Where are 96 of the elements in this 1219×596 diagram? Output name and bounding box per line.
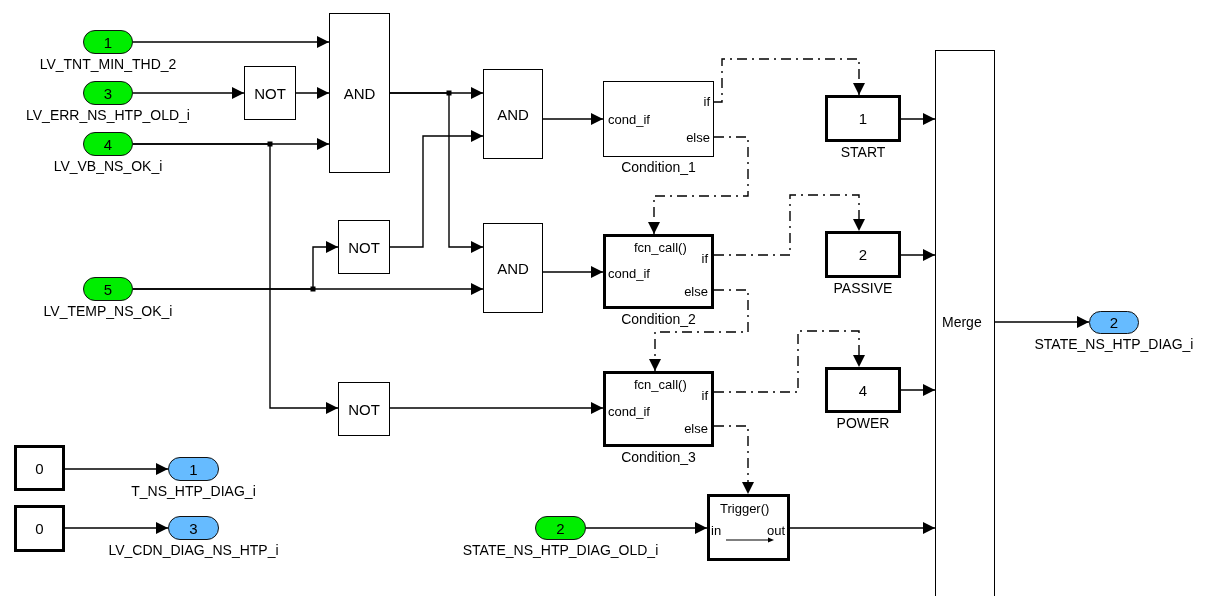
function-call-arrow: [713, 194, 865, 256]
function-call-arrow: [713, 425, 754, 495]
port-label: cond_if: [608, 267, 650, 280]
block-label: NOT: [348, 239, 380, 255]
block: [825, 95, 901, 142]
signal-arrow: [585, 522, 708, 534]
block-label: 0: [35, 521, 44, 536]
port-label: else: [684, 422, 708, 435]
subsystem-block: [603, 371, 714, 447]
block-caption: LV_CDN_DIAG_NS_HTP_i: [108, 543, 279, 557]
signal-arrow: [389, 92, 484, 253]
function-call-arrow: [648, 136, 749, 235]
outport-pill: [1089, 311, 1139, 334]
port-label: if: [701, 252, 708, 265]
outport-pill: [168, 457, 219, 481]
block-caption: Condition_1: [621, 160, 696, 174]
inport-pill: [535, 516, 586, 540]
signal-arrow: [389, 130, 484, 248]
port-label: cond_if: [608, 113, 650, 126]
if-block: [603, 81, 714, 157]
block-label: NOT: [254, 85, 286, 101]
block-name: Merge: [942, 315, 982, 329]
port-label: out: [766, 524, 785, 537]
block-label: 2: [556, 520, 565, 536]
function-call-arrow: [649, 289, 749, 372]
inport-pill: [83, 277, 133, 301]
block-label: 2: [858, 247, 868, 262]
block-caption: LV_TEMP_NS_OK_i: [43, 304, 173, 318]
signal-arrow: [132, 283, 484, 295]
signal-arrow: [295, 87, 330, 99]
block: [14, 505, 65, 552]
port-label: if: [703, 95, 710, 108]
logic-block: [244, 66, 296, 120]
inport-pill: [83, 81, 133, 105]
logic-block: [338, 382, 390, 436]
block-label: NOT: [348, 401, 380, 417]
signal-arrow: [64, 463, 169, 475]
block-label: 1: [858, 111, 868, 126]
port-label: else: [684, 285, 708, 298]
merge-block: [935, 50, 995, 596]
port-label: cond_if: [608, 405, 650, 418]
signal-arrow: [789, 522, 936, 534]
block-label: AND: [497, 260, 529, 276]
block-caption: Condition_2: [621, 312, 696, 326]
block-label: AND: [343, 85, 376, 101]
block-label: 4: [858, 382, 868, 398]
logic-block: [483, 69, 543, 159]
block-caption: POWER: [836, 416, 890, 430]
block-caption: LV_TNT_MIN_THD_2: [39, 57, 177, 71]
block-label: AND: [497, 106, 529, 122]
port-label: fcn_call(): [634, 378, 687, 391]
block-label: 5: [103, 281, 113, 297]
port-label: in: [711, 524, 722, 537]
logic-block: [483, 223, 543, 313]
inport-pill: [83, 132, 133, 156]
inport-pill: [83, 30, 133, 54]
logic-block: [338, 220, 390, 274]
block-caption: LV_ERR_NS_HTP_OLD_i: [26, 108, 190, 122]
block-caption: LV_VB_NS_OK_i: [53, 159, 163, 173]
port-label: Trigger(): [720, 502, 770, 515]
signal-arrow: [132, 36, 330, 48]
block: [825, 367, 901, 413]
signal-arrow: [542, 266, 604, 278]
subsystem-block: [603, 234, 714, 309]
subsystem-block: [707, 494, 790, 561]
block-label: 4: [103, 136, 113, 152]
function-call-arrow: [713, 58, 865, 103]
block-label: 2: [1109, 315, 1119, 330]
block-label: 1: [189, 461, 198, 477]
block: [14, 445, 65, 491]
signal-arrow: [900, 113, 936, 125]
block-caption: STATE_NS_HTP_DIAG_i: [1034, 337, 1194, 351]
port-label: else: [686, 131, 710, 144]
logic-block: [329, 13, 390, 173]
signal-arrow: [900, 249, 936, 261]
signal-arrow: [132, 143, 339, 414]
block-label: 3: [103, 85, 113, 101]
port-label: if: [701, 389, 708, 402]
outport-pill: [168, 516, 219, 540]
block-caption: Condition_3: [621, 450, 696, 464]
signal-arrow: [389, 402, 604, 414]
signal-arrow: [994, 316, 1090, 328]
block-caption: START: [840, 145, 886, 159]
block-label: 0: [35, 460, 44, 476]
block-caption: STATE_NS_HTP_DIAG_OLD_i: [462, 543, 659, 557]
port-label: fcn_call(): [634, 241, 687, 254]
function-call-arrow: [713, 330, 865, 393]
block: [825, 231, 901, 278]
block-label: 3: [189, 520, 198, 536]
block-caption: T_NS_HTP_DIAG_i: [131, 484, 256, 498]
signal-arrow: [900, 384, 936, 396]
block-label: 1: [103, 34, 113, 50]
signal-arrow: [132, 87, 245, 99]
block-caption: PASSIVE: [833, 281, 893, 295]
signal-arrow: [542, 113, 604, 125]
signal-arrow: [64, 522, 169, 534]
